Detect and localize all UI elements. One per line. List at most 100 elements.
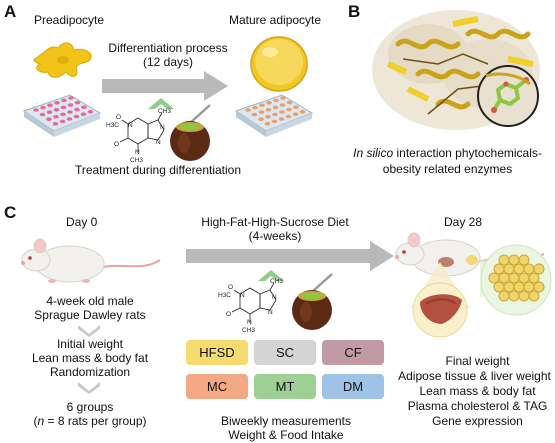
well-plate-orange-icon [234,94,314,137]
outcome-final-weight: Final weight [445,354,510,368]
svg-text:O: O [116,114,121,121]
panel-b-caption-line1: In silico interaction phytochemicals- [340,146,555,160]
well-icon [285,114,292,119]
fat-cell-icon [493,281,505,293]
svg-text:CH3: CH3 [130,157,143,164]
well-icon [66,117,73,121]
well-icon [53,108,60,112]
outcome-adipose-liver: Adipose tissue & liver weight [398,369,551,383]
fat-cell-icon [508,290,520,302]
well-icon [258,117,264,121]
svg-text:N: N [268,309,273,316]
fat-cell-icon [498,290,510,302]
well-icon [87,110,94,114]
fat-cell-icon [528,272,540,284]
fat-cell-icon [533,281,545,293]
fat-cell-icon [513,281,525,293]
svg-text:CH3: CH3 [242,327,255,334]
well-icon [251,112,258,117]
fat-cell-icon [533,263,545,275]
svg-text:N: N [135,149,140,156]
differentiation-arrow-icon [102,71,228,101]
well-icon [74,100,81,105]
groups-size-rest: = 8 rats per group) [44,414,147,428]
fat-cell-icon [503,263,515,275]
well-icon [286,107,292,112]
svg-text:O: O [226,311,231,318]
well-icon [53,115,59,119]
outcome-gene-expression: Gene expression [432,414,523,428]
well-icon [299,110,306,114]
well-icon [279,103,286,107]
well-icon [265,115,271,119]
chevron-down-icon [78,382,100,394]
paren-open: ( [33,414,38,428]
group-box-dm: DM [322,374,384,399]
step-randomization: Randomization [49,365,131,379]
svg-text:N: N [160,124,165,131]
differentiation-process-label: Differentiation process [108,41,228,55]
well-icon [264,122,271,126]
well-icon [266,101,272,105]
well-icon [80,112,87,116]
well-icon [67,110,73,114]
group-box-sc: SC [254,340,316,365]
protein-structure-icon [372,10,540,130]
svg-text:H3C: H3C [106,122,119,129]
fat-cell-icon [498,254,510,266]
well-icon [279,110,285,114]
groups-count-label: 6 groups [66,400,114,414]
fat-cell-icon [488,272,500,284]
well-icon [271,119,278,124]
mate-gourd-icon [292,273,333,330]
in-silico-text: In silico [353,146,394,160]
well-icon [60,105,67,110]
well-icon [292,112,299,116]
fat-cell-icon [523,281,535,293]
group-box-mt: MT [254,374,316,399]
rat-icon [395,232,545,277]
well-icon [81,105,87,109]
fat-cell-icon [508,254,520,266]
well-icon [33,108,39,112]
svg-text:N: N [128,122,133,129]
well-icon [258,110,265,114]
groups-size-label: (n = 8 rats per group) [0,414,180,428]
well-icon [68,96,74,100]
svg-text:O: O [228,284,233,291]
well-icon [272,105,279,110]
well-icon [67,103,74,107]
well-icon [39,112,46,117]
svg-text:N: N [272,294,277,301]
fat-cell-icon [508,272,520,284]
group-box-cf: CF [322,340,384,365]
well-icon [273,98,279,103]
rat-icon [21,238,161,283]
preadipocyte-label: Preadipocyte [34,13,105,27]
rats-line1: 4-week old male [46,294,134,308]
well-icon [52,122,59,126]
differentiation-days-label: (12 days) [142,55,194,69]
day28-label: Day 28 [444,215,483,229]
svg-text:CH3: CH3 [270,278,283,285]
group-box-mc: MC [186,374,248,399]
green-chevron-icon [148,98,174,109]
adipose-tissue-icon [480,244,552,316]
well-icon [278,117,285,121]
well-plate-pink-icon [22,94,102,137]
step-lean-mass: Lean mass & body fat [31,351,149,365]
diet-arrow-icon [186,241,394,271]
svg-text:CH3: CH3 [158,108,171,115]
well-icon [47,103,53,107]
fat-cell-icon [513,263,525,275]
fat-cell-icon [528,290,540,302]
well-icon [59,119,66,124]
outcome-lean-mass: Lean mass & body fat [419,384,536,398]
svg-text:N: N [156,139,161,146]
fat-cell-icon [498,272,510,284]
fat-cell-icon [518,272,530,284]
fat-cell-icon [493,263,505,275]
outcome-plasma: Plasma cholesterol & TAG [407,399,548,413]
well-icon [60,112,66,117]
well-icon [293,105,299,109]
